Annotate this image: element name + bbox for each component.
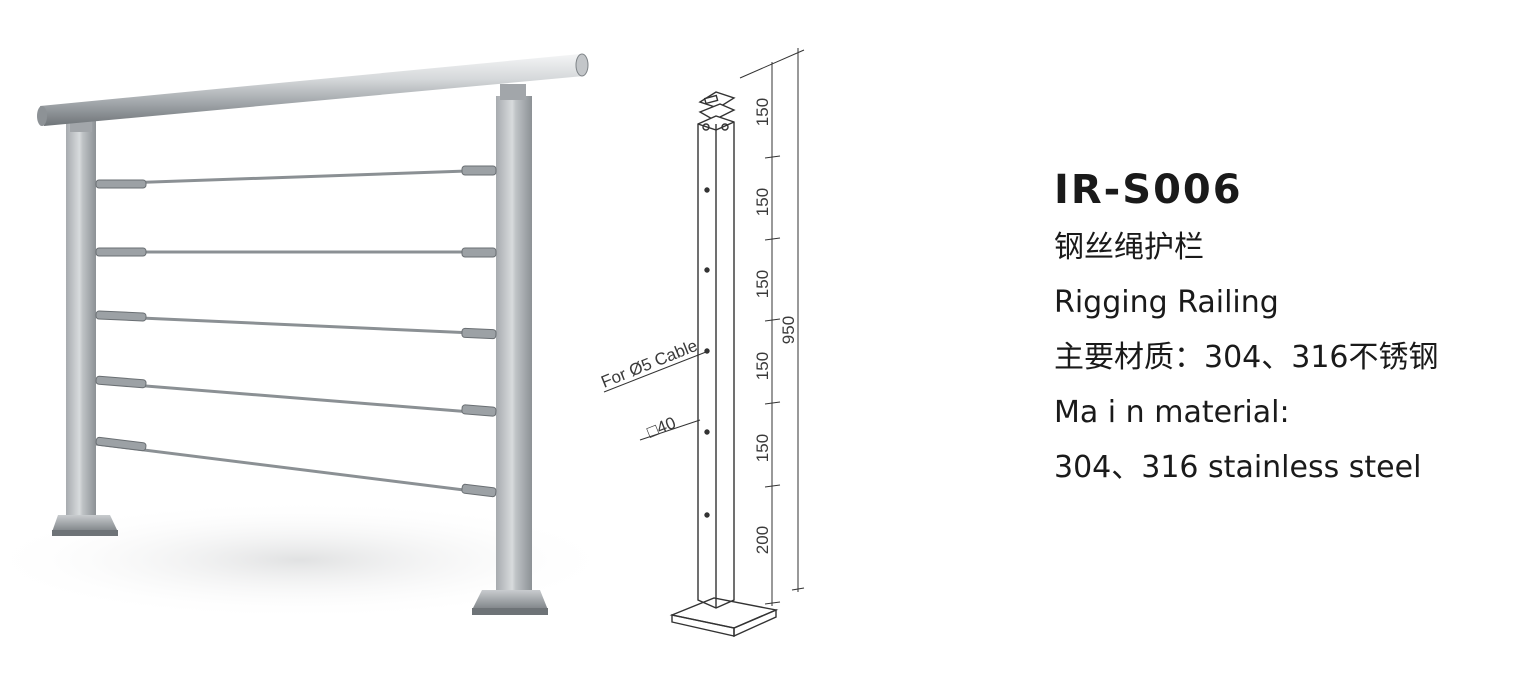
product-info-panel: IR-S006 钢丝绳护栏 Rigging Railing 主要材质：304、3… <box>1054 160 1514 495</box>
post-drawing-image <box>603 48 805 638</box>
cable-callout-label: For Ø5 Cable <box>598 336 700 392</box>
segment-2-label: 150 <box>753 188 772 216</box>
right-post <box>496 96 532 596</box>
segment-4-label: 150 <box>753 352 772 380</box>
product-model: IR-S006 <box>1054 167 1243 213</box>
left-base-plate <box>52 515 118 532</box>
product-name-cn: 钢丝绳护栏 <box>1054 230 1204 265</box>
segment-1-label: 150 <box>753 98 772 126</box>
post-size-label: □40 <box>644 413 678 442</box>
product-name-en: Rigging Railing <box>1054 285 1279 320</box>
segment-3-label: 150 <box>753 270 772 298</box>
segment-6-label: 200 <box>753 526 772 554</box>
railing-render-image <box>0 53 620 620</box>
floor-shadow <box>0 500 620 620</box>
cable-fittings <box>95 165 497 498</box>
handrail-tube <box>37 53 589 126</box>
left-post <box>66 120 96 520</box>
material-en-value: 304、316 stainless steel <box>1054 450 1422 485</box>
cables <box>95 168 497 496</box>
segment-5-label: 150 <box>753 434 772 462</box>
right-base-plate <box>472 590 548 610</box>
material-cn: 主要材质：304、316不锈钢 <box>1054 340 1439 375</box>
material-en-label: Ma i n material: <box>1054 395 1290 430</box>
total-height-label: 950 <box>779 316 798 344</box>
